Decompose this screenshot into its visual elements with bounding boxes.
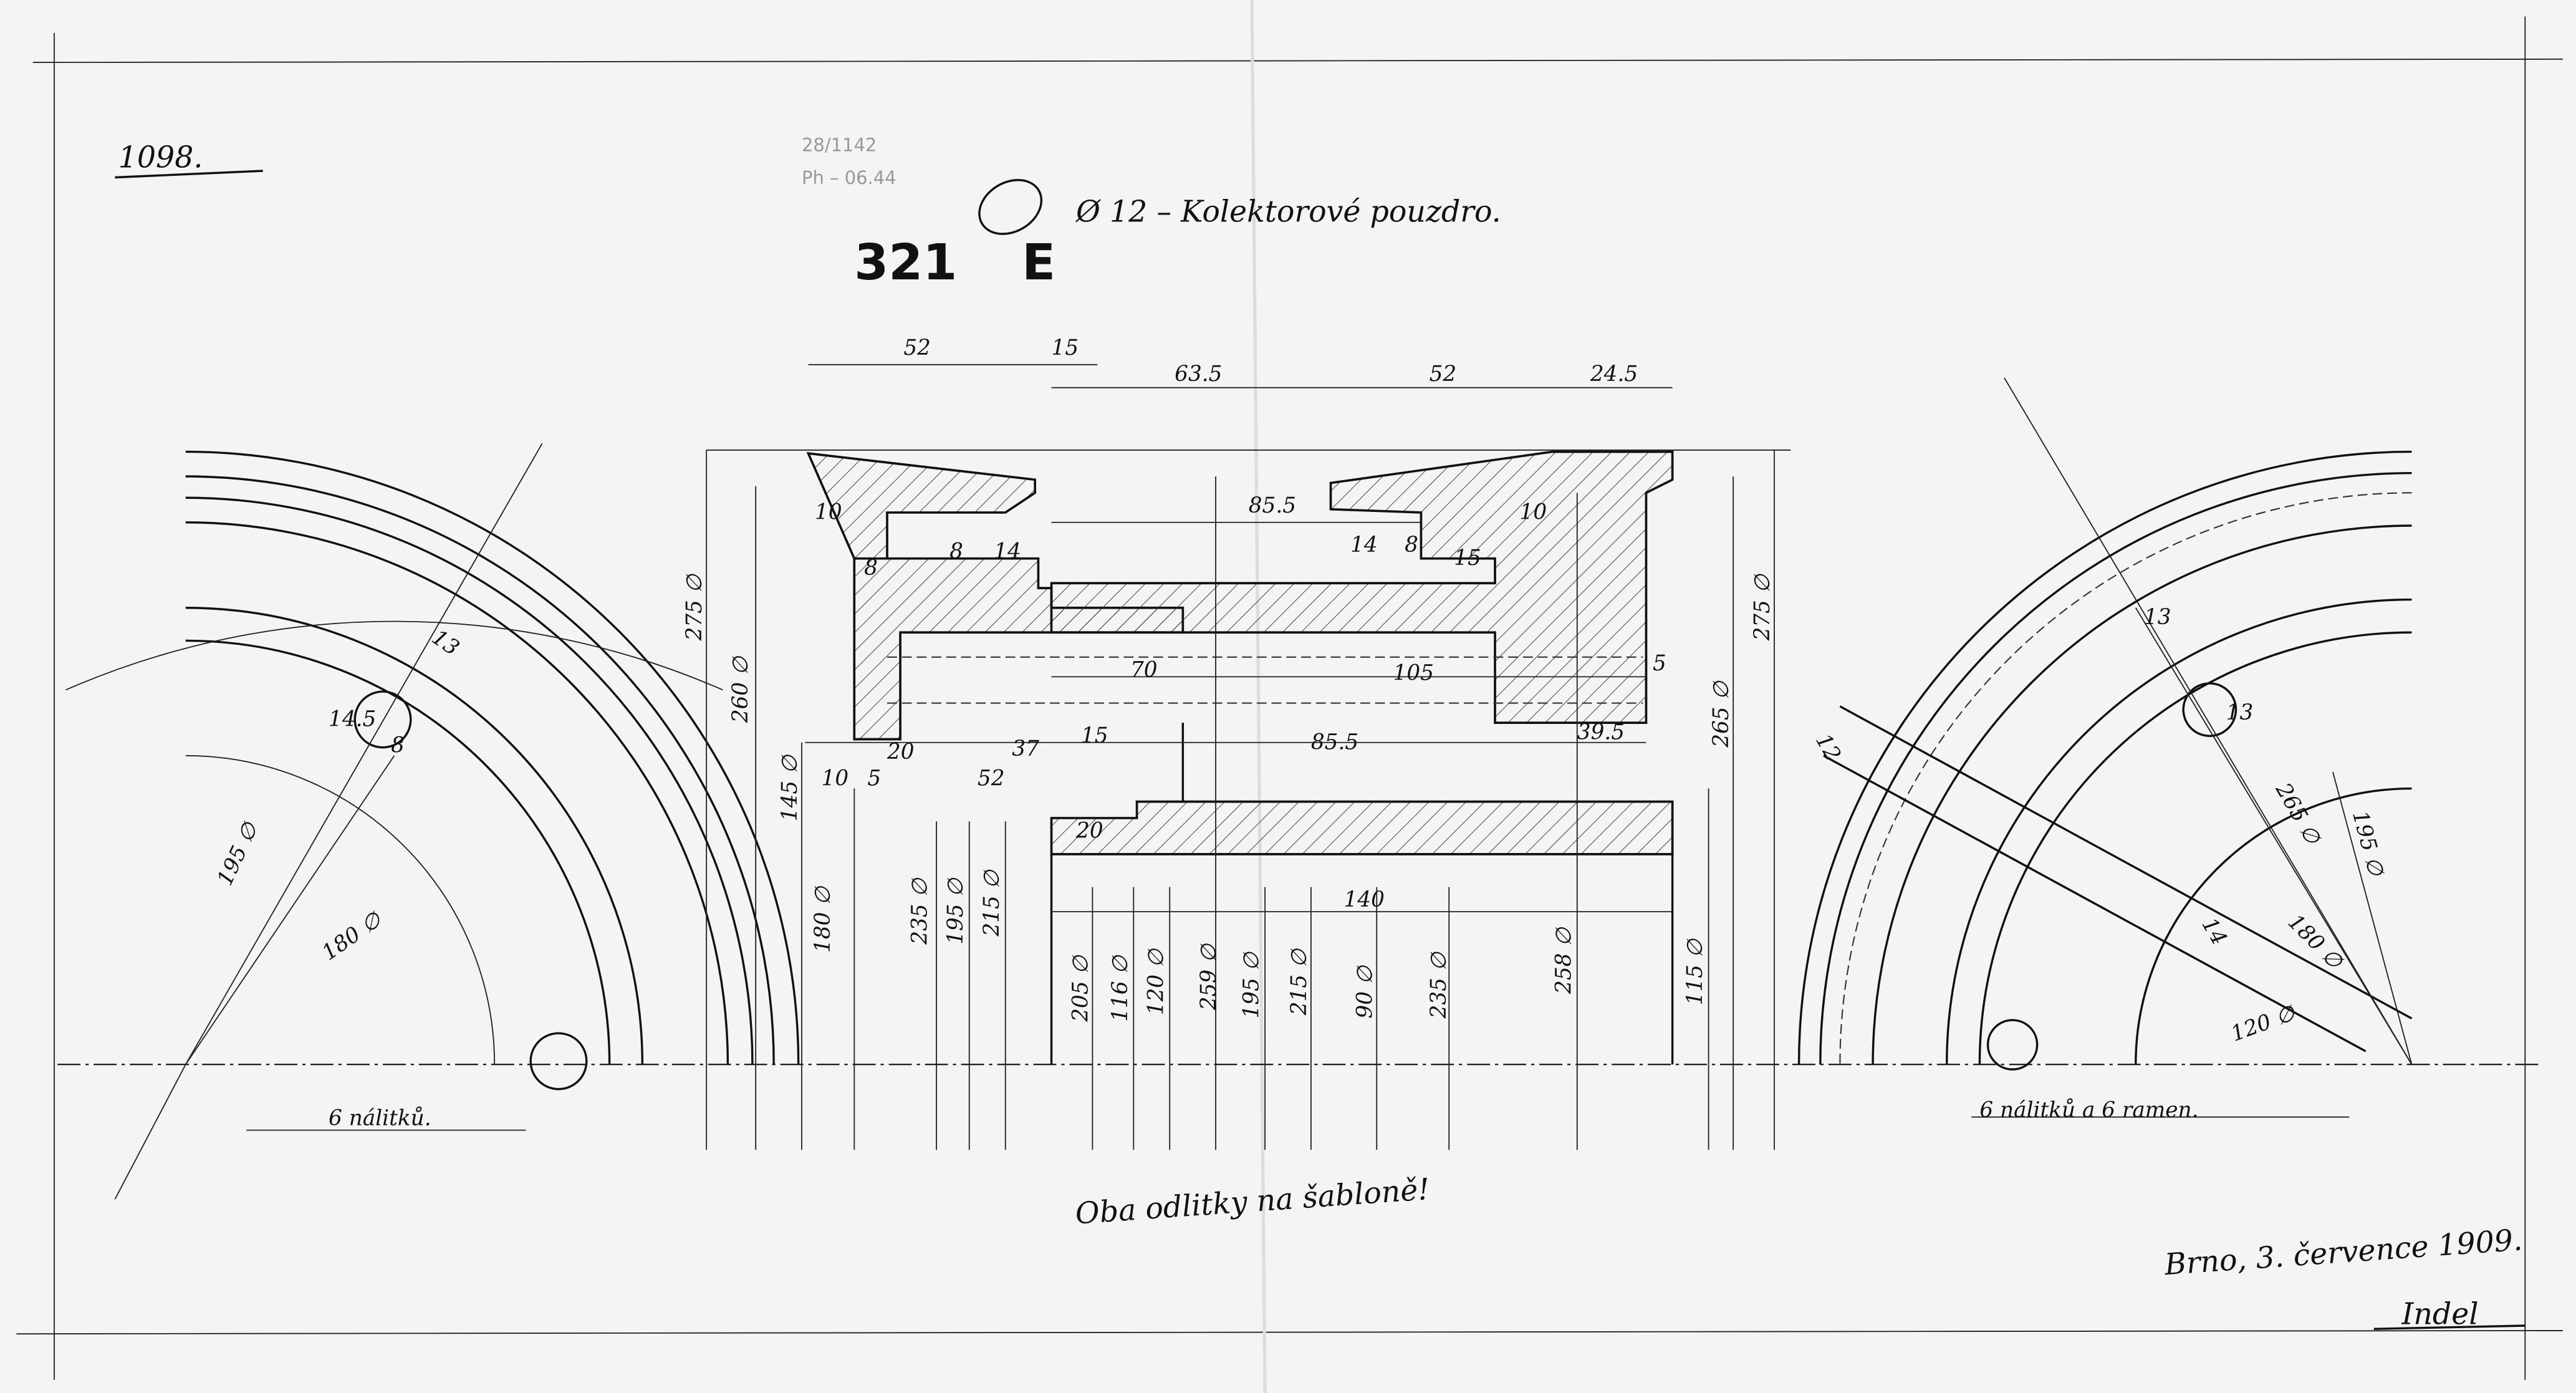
dim-label: 140 (1344, 887, 1385, 912)
diameter-label: 120 ∅ (1144, 948, 1169, 1015)
diameter-label: 180 ∅ (810, 885, 835, 953)
dim-label: 10 (822, 766, 849, 791)
header: 1098. 28/1142 Ph – 06.44 321 E Ø 12 – Ko… (115, 134, 1501, 291)
dim-label: 8 (1405, 533, 1418, 557)
dim-label: 37 (1012, 736, 1039, 761)
dim-label: 20 (1075, 819, 1103, 844)
faint-stamp-1: 28/1142 (802, 134, 877, 155)
dim-label: 8 (391, 733, 405, 758)
lower-sleeve-section (1050, 800, 1674, 856)
diameter-label: 259 ∅ (1196, 943, 1221, 1011)
dim-label: 8 (864, 556, 878, 581)
dim-label: 52 (1430, 362, 1457, 387)
dim-label: 5 (1653, 651, 1666, 676)
left-caption: 6 nálitků. (329, 1106, 431, 1131)
diameter-label: 116 ∅ (1108, 954, 1133, 1021)
dim-label: 14 (1350, 533, 1378, 557)
sheet-frame (16, 0, 2563, 1393)
dim-label: 14.5 (329, 706, 376, 731)
stamp-number: 321 (854, 234, 957, 291)
dim-label: 13 (2226, 700, 2254, 725)
dim-label: 52 (978, 766, 1005, 791)
diameter-label: 260 ∅ (728, 655, 753, 723)
casting-note: Oba odlitky na šabloně! (1074, 1172, 1431, 1232)
dim-label: 14 (2196, 913, 2231, 950)
dim-label: 15 (1081, 723, 1108, 748)
dim-label: 85.5 (1311, 730, 1358, 754)
vertical-extension-lines (706, 450, 1775, 1150)
diameter-label: 275 ∅ (682, 573, 707, 641)
dim-label: 195 ∅ (2347, 808, 2389, 880)
left-flange-section (806, 451, 1185, 741)
diameter-labels: 275 ∅ 260 ∅ 145 ∅ 180 ∅ 235 ∅ 195 ∅ 215 … (682, 573, 1775, 1022)
right-caption: 6 nálitků a 6 ramen. (1979, 1097, 2198, 1122)
dim-label: 195 ∅ (213, 817, 264, 889)
dim-label: 52 (903, 335, 931, 360)
dim-label: 8 (949, 539, 963, 564)
dim-label: 14 (994, 539, 1021, 564)
dim-label: 120 ∅ (2228, 1000, 2299, 1047)
diameter-label: 145 ∅ (777, 754, 802, 821)
sheet-number: 1098. (118, 141, 203, 175)
dim-label: 63.5 (1175, 362, 1222, 387)
diameter-label: 275 ∅ (1750, 573, 1775, 641)
diameter-label: 215 ∅ (1287, 948, 1312, 1016)
dim-label: 12 (1810, 730, 1845, 766)
diameter-label: 115 ∅ (1683, 938, 1708, 1005)
right-disk-view: 13 13 12 265 ∅ 195 ∅ 14 180 ∅ 120 ∅ 6 ná… (1797, 377, 2413, 1122)
stamp-letter: E (1022, 234, 1055, 291)
diameter-label: 235 ∅ (907, 877, 932, 945)
section-view: 52 15 63.5 52 24.5 85.5 10 8 14 14 8 15 … (682, 335, 1791, 1150)
dim-label: 180 ∅ (317, 907, 387, 966)
dim-label: 20 (887, 740, 915, 764)
dim-label: 5 (867, 766, 881, 791)
circled-mark (978, 179, 1043, 235)
dim-label: 15 (1052, 335, 1079, 360)
dim-label: 105 (1393, 661, 1434, 686)
diameter-label: 258 ∅ (1551, 927, 1576, 995)
dim-label: 10 (1520, 499, 1547, 524)
dim-label: 15 (1454, 546, 1481, 571)
diameter-label: 90 ∅ (1352, 965, 1377, 1018)
diameter-label: 235 ∅ (1426, 951, 1451, 1019)
signature: Indel (2401, 1297, 2479, 1331)
diameter-label: 195 ∅ (943, 877, 968, 945)
drawing-title: Ø 12 – Kolektorové pouzdro. (1075, 195, 1501, 229)
dim-label: 24.5 (1590, 362, 1638, 387)
right-flange-section (1050, 450, 1674, 724)
diameter-label: 205 ∅ (1069, 954, 1093, 1022)
dim-label: 39.5 (1577, 720, 1625, 745)
date-line: Brno, 3. července 1909. (2163, 1223, 2524, 1282)
diameter-label: 215 ∅ (979, 869, 1004, 937)
dim-label: 85.5 (1249, 493, 1296, 518)
dim-label: 13 (427, 625, 464, 661)
dim-label: 70 (1130, 657, 1158, 682)
diameter-label: 265 ∅ (1709, 680, 1734, 748)
left-disk-view: 13 14.5 8 195 ∅ 180 ∅ 6 nálitků. (65, 443, 800, 1200)
diameter-label: 195 ∅ (1239, 951, 1264, 1018)
faint-stamp-2: Ph – 06.44 (802, 167, 896, 188)
dim-label: 13 (2144, 605, 2171, 630)
footer-notes: Oba odlitky na šabloně! Brno, 3. červenc… (1074, 1172, 2526, 1331)
dim-label: 10 (815, 499, 842, 524)
